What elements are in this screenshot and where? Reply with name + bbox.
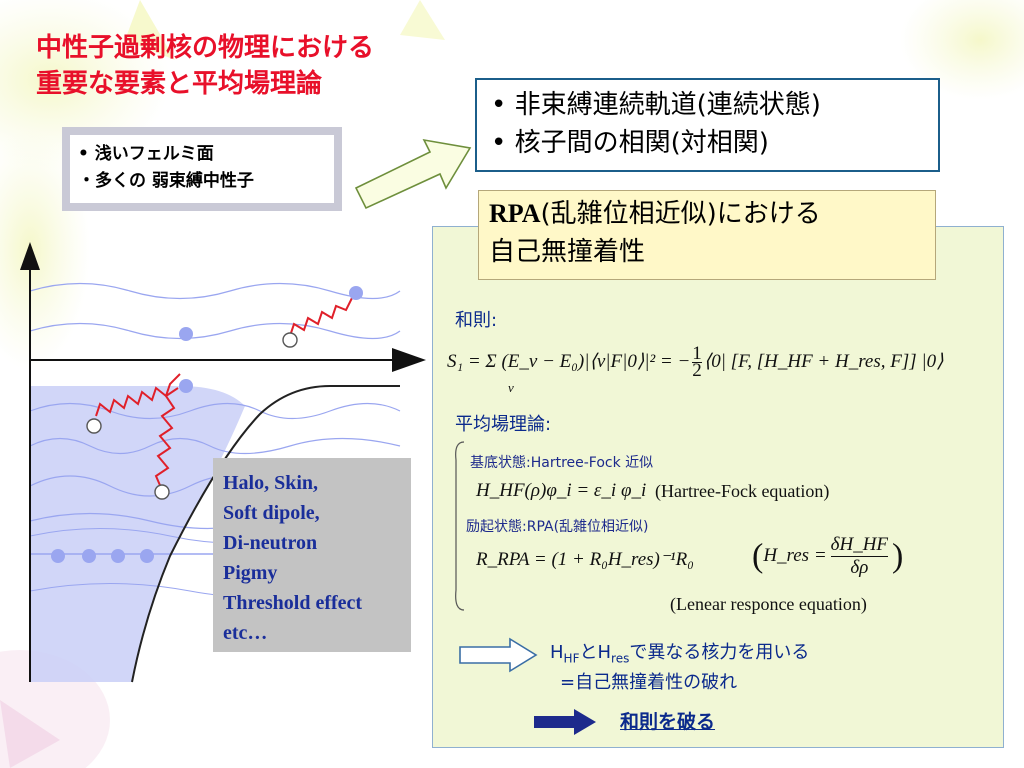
phenomena-item: Soft dipole, (223, 502, 320, 524)
feature-item-weakly-bound: ・多くの 弱束縛中性子 (78, 171, 254, 191)
title-line-2: 重要な要素と平均場理論 (36, 69, 323, 99)
key-item-correlation: • 核子間の相関(対相関) (491, 128, 769, 158)
sum-rule-rhs: ⟨0| [F, [H_HF + H_res, F]] |0⟩ (703, 350, 944, 372)
feature-item-shallow-fermi: • 浅いフェルミ面 (78, 144, 214, 164)
hf-equation: H_HF(ρ)φ_i = ε_i φ_i (476, 480, 647, 501)
phenomena-item: Di-neutron (223, 532, 318, 554)
phenomena-item: etc… (223, 622, 268, 644)
solid-arrow-icon (534, 709, 596, 735)
sum-rule-label: 和則: (455, 310, 498, 331)
rpa-title-rest: (乱雑位相近似)における (540, 199, 821, 229)
brace-icon (455, 441, 465, 611)
rpa-equation: R_RPA = (1 + R₀H_res)⁻¹R₀ (476, 549, 694, 570)
rpa-equation-name: (Lenear responce equation) (670, 594, 867, 614)
hf-equation-name: (Hartree-Fock equation) (655, 481, 830, 501)
key-item-continuum: • 非束縛連続軌道(連続状態) (491, 90, 821, 120)
mean-field-label: 平均場理論: (455, 414, 552, 435)
rpa-title-box: RPA(乱雑位相近似)における 自己無撞着性 (478, 190, 936, 280)
res-subscript: res (611, 651, 630, 666)
hollow-arrow-icon (459, 637, 538, 673)
slide-title: 中性子過剰核の物理における 重要な要素と平均場理論 (36, 30, 374, 102)
sum-rule-frac-num: 1 (692, 343, 702, 364)
phenomena-item: Threshold effect (223, 592, 363, 614)
sum-rule-frac-den: 2 (692, 360, 702, 381)
conclusion-rest: で異なる核力を用いる (629, 642, 810, 663)
hres-lhs: H_res = (763, 544, 827, 566)
excited-state-label: 励起状態:RPA(乱雑位相近似) (466, 519, 649, 535)
hres-frac-den: δρ (850, 557, 869, 578)
arrow-icon (354, 138, 472, 210)
rpa-title-line-2: 自己無撞着性 (489, 237, 646, 267)
phenomena-item: Halo, Skin, (223, 472, 319, 494)
phenomena-box: Halo, Skin, Soft dipole, Di-neutron Pigm… (213, 458, 411, 652)
hf-subscript: HF (563, 651, 580, 666)
ground-state-label: 基底状態:Hartree-Fock 近似 (470, 455, 654, 471)
conclusion-to: とH (579, 642, 612, 663)
phenomena-item: Pigmy (223, 562, 278, 584)
conclusion-line-2: =自己無撞着性の破れ (560, 672, 738, 693)
conclusion-h: H (550, 642, 564, 663)
conclusion-line-1: HHFとHresで異なる核力を用いる (550, 640, 809, 672)
rpa-abbrev: RPA (489, 199, 541, 228)
hres-frac-num: δH_HF (830, 534, 889, 557)
feature-box: • 浅いフェルミ面 ・多くの 弱束縛中性子 (62, 127, 342, 211)
title-line-1: 中性子過剰核の物理における (36, 33, 375, 63)
key-elements-box: • 非束縛連続軌道(連続状態) • 核子間の相関(対相関) (475, 78, 940, 172)
sum-rule-lhs: S₁ = Σ (E_ν − E₀)|⟨ν|F|0⟩|² = − (447, 350, 691, 372)
sum-rule-subscript: ν (508, 380, 514, 395)
sum-rule-violation: 和則を破る (620, 711, 716, 733)
